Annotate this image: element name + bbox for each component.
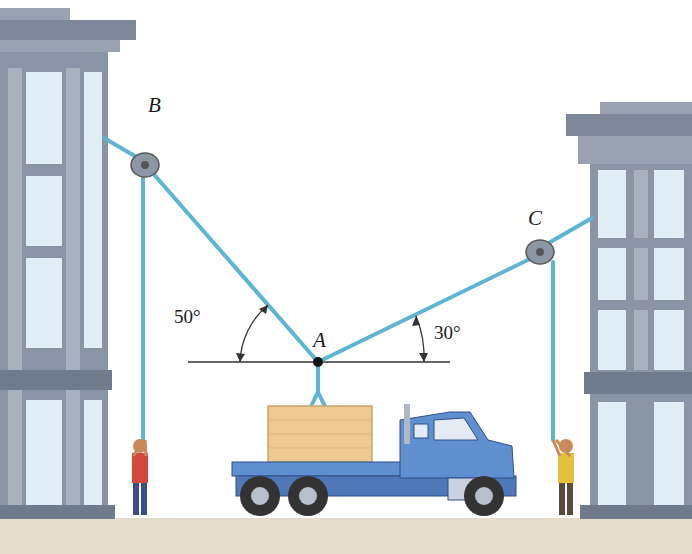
arrowhead — [236, 353, 245, 362]
point-label: A — [313, 330, 326, 351]
left-building — [0, 8, 136, 519]
angle-arc — [240, 305, 268, 362]
angle-label: 30° — [432, 322, 463, 343]
ropes — [104, 138, 592, 462]
arrowhead — [419, 353, 428, 362]
point-label: C — [528, 208, 542, 229]
pulley-b — [131, 153, 159, 177]
crate — [268, 406, 372, 462]
right-building — [566, 102, 692, 519]
arrowhead — [259, 305, 268, 314]
truck — [232, 404, 516, 516]
ground — [0, 518, 692, 554]
point-a — [313, 357, 323, 367]
angle-label: 50° — [172, 306, 203, 327]
point-label: B — [148, 95, 161, 116]
person-right — [553, 439, 574, 515]
pulley-c — [526, 240, 554, 264]
person-left — [132, 439, 148, 515]
arrowhead — [412, 316, 420, 326]
